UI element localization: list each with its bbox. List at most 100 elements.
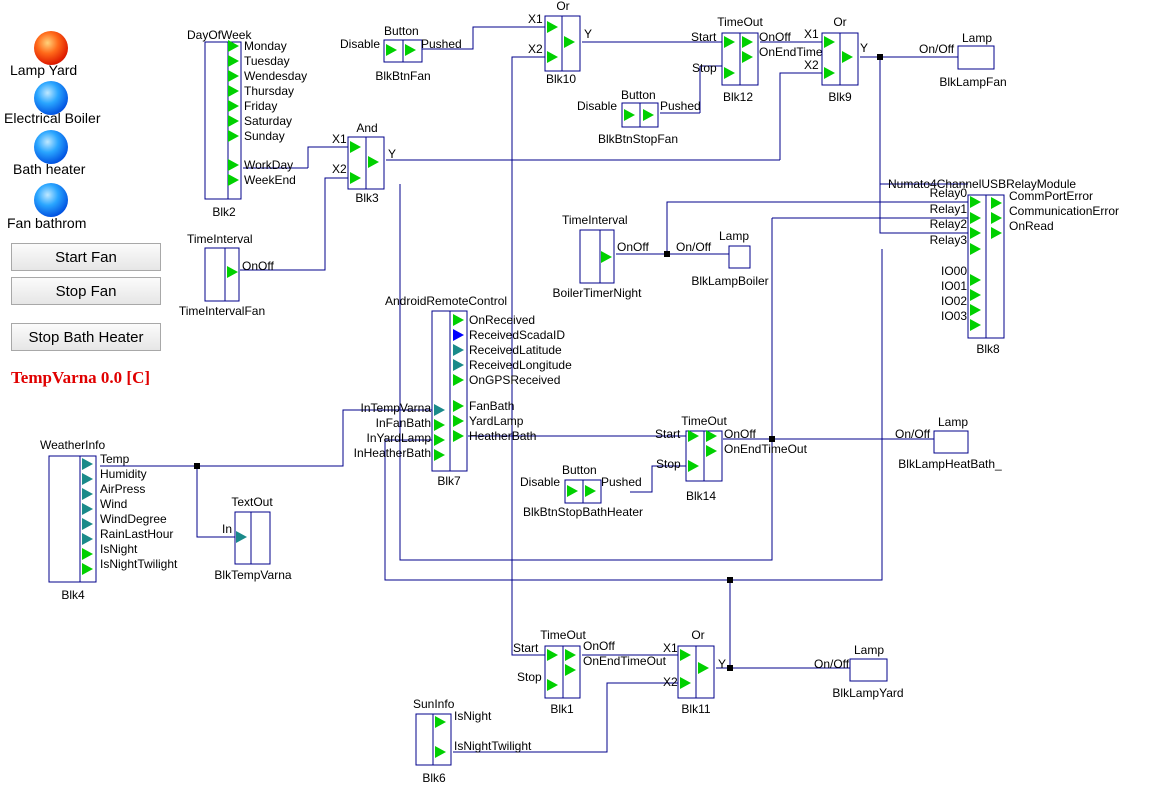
port-arrow — [453, 359, 464, 371]
blk3-input-x2: X2 — [332, 162, 347, 176]
blk11-output-y: Y — [718, 657, 726, 671]
blk4-block[interactable] — [48, 455, 97, 583]
connection-wire — [453, 682, 678, 753]
blkbtnstopbathheater-output-label: Pushed — [601, 475, 642, 489]
port-arrow — [698, 662, 709, 674]
blk12-output-onoff: OnOff — [759, 30, 791, 44]
timeintervalfan-block[interactable] — [204, 247, 240, 302]
blk4-output-temp: Temp — [100, 452, 130, 466]
port-arrow — [82, 563, 93, 575]
electrical-boiler-indicator — [34, 81, 68, 115]
blklampboiler-type-label: Lamp — [719, 229, 749, 243]
blk6-name-label: Blk6 — [422, 771, 446, 785]
port-arrow — [643, 109, 654, 121]
blk1-input-stop: Stop — [517, 670, 542, 684]
port-arrow — [453, 329, 464, 341]
blklampfan-block[interactable] — [957, 45, 995, 70]
port-arrow — [706, 430, 717, 442]
port-arrow — [547, 51, 558, 63]
port-arrow — [453, 314, 464, 326]
blk2-output-port — [228, 130, 239, 142]
port-arrow — [970, 243, 981, 255]
blk11-name-label: Blk11 — [681, 702, 710, 716]
port-arrow — [585, 485, 596, 497]
blk7-output-ongpsreceived: OnGPSReceived — [469, 373, 560, 387]
blklampboiler-block[interactable] — [728, 245, 751, 269]
bath-heater-label: Bath heater — [13, 161, 86, 177]
blklampheatbath-block[interactable] — [933, 430, 969, 454]
wire-junction — [769, 436, 775, 442]
wire-junction — [727, 577, 733, 583]
blkbtnstopfan-output-label: Pushed — [660, 99, 701, 113]
port-arrow — [970, 319, 981, 331]
blk7-output-yardlamp: YardLamp — [469, 414, 524, 428]
port-arrow — [824, 67, 835, 79]
blkbtnstopfan-type-label: Button — [621, 88, 656, 102]
electrical-boiler-label: Electrical Boiler — [4, 110, 101, 126]
blk2-type-label: DayOfWeek — [187, 28, 252, 42]
blk9-input-x1: X1 — [804, 27, 819, 41]
port-arrow — [991, 212, 1002, 224]
blk2-output-saturday: Saturday — [244, 114, 292, 128]
port-arrow — [435, 746, 446, 758]
port-arrow — [688, 430, 699, 442]
port-arrow — [567, 485, 578, 497]
port-arrow — [742, 36, 753, 48]
blk10-input-x1: X1 — [528, 12, 543, 26]
blk4-output-airpress: AirPress — [100, 482, 145, 496]
blkbtnfan-output-label: Pushed — [421, 37, 462, 51]
blk2-output-port — [228, 55, 239, 67]
blklampfan-input-label: On/Off — [919, 42, 955, 56]
blk4-output-isnight: IsNight — [100, 542, 138, 556]
port-arrow — [970, 274, 981, 286]
blklampboiler-input-label: On/Off — [676, 240, 712, 254]
blk2-output-workday: WorkDay — [244, 158, 293, 172]
blk14-output-onendtimeout: OnEndTimeOut — [724, 442, 808, 456]
blk1-output-onoff: OnOff — [583, 639, 615, 653]
connection-wire — [307, 146, 348, 168]
connection-wire — [196, 466, 235, 538]
blk6-type-label: SunInfo — [413, 697, 455, 711]
blk8-input-relay1: Relay1 — [930, 202, 968, 216]
timeintervalfan-output-onoff: OnOff — [242, 259, 274, 273]
blk8-type-label: Numato4ChannelUSBRelayModule — [888, 177, 1076, 191]
blk14-input-start: Start — [655, 427, 681, 441]
blk10-type-label: Or — [556, 0, 569, 13]
wire-junction — [877, 54, 883, 60]
blk8-input-relay2: Relay2 — [930, 217, 968, 231]
port-arrow — [368, 156, 379, 168]
blk2-output-wendesday: Wendesday — [244, 69, 307, 83]
blk8-input-io03: IO03 — [941, 309, 967, 323]
timeintervalfan-name-label: TimeIntervalFan — [179, 304, 265, 318]
blkbtnstopfan-name-label: BlkBtnStopFan — [598, 132, 678, 146]
blk2-output-tuesday: Tuesday — [244, 54, 290, 68]
blklampfan-type-label: Lamp — [962, 31, 992, 45]
port-arrow — [547, 21, 558, 33]
port-arrow — [435, 716, 446, 728]
blk2-output-port — [228, 85, 239, 97]
port-arrow — [824, 36, 835, 48]
blk2-output-thursday: Thursday — [244, 84, 294, 98]
port-arrow — [82, 473, 93, 485]
blklampyard-block[interactable] — [849, 658, 888, 682]
blk8-input-io01: IO01 — [941, 279, 967, 293]
blkbtnfan-input-label: Disable — [340, 37, 380, 51]
connection-wire — [630, 465, 686, 493]
blk8-output-commporterror: CommPortError — [1009, 189, 1093, 203]
blk7-type-label: AndroidRemoteControl — [385, 294, 507, 308]
blk4-output-wind: Wind — [100, 497, 127, 511]
start-fan-button[interactable]: Start Fan — [11, 243, 161, 271]
blklampyard-input-label: On/Off — [814, 657, 850, 671]
port-arrow — [350, 141, 361, 153]
stop-fan-button[interactable]: Stop Fan — [11, 277, 161, 305]
stop-bath-heater-button[interactable]: Stop Bath Heater — [11, 323, 161, 351]
blk10-name-label: Blk10 — [546, 72, 576, 86]
port-arrow — [82, 548, 93, 560]
blkbtnstopbathheater-name-label: BlkBtnStopBathHeater — [523, 505, 643, 519]
connection-wire — [420, 26, 545, 50]
blkbtnstopbathheater-type-label: Button — [562, 463, 597, 477]
blk7-input-intempvarna: InTempVarna — [361, 401, 432, 415]
blk1-type-label: TimeOut — [540, 628, 586, 642]
port-arrow — [970, 304, 981, 316]
